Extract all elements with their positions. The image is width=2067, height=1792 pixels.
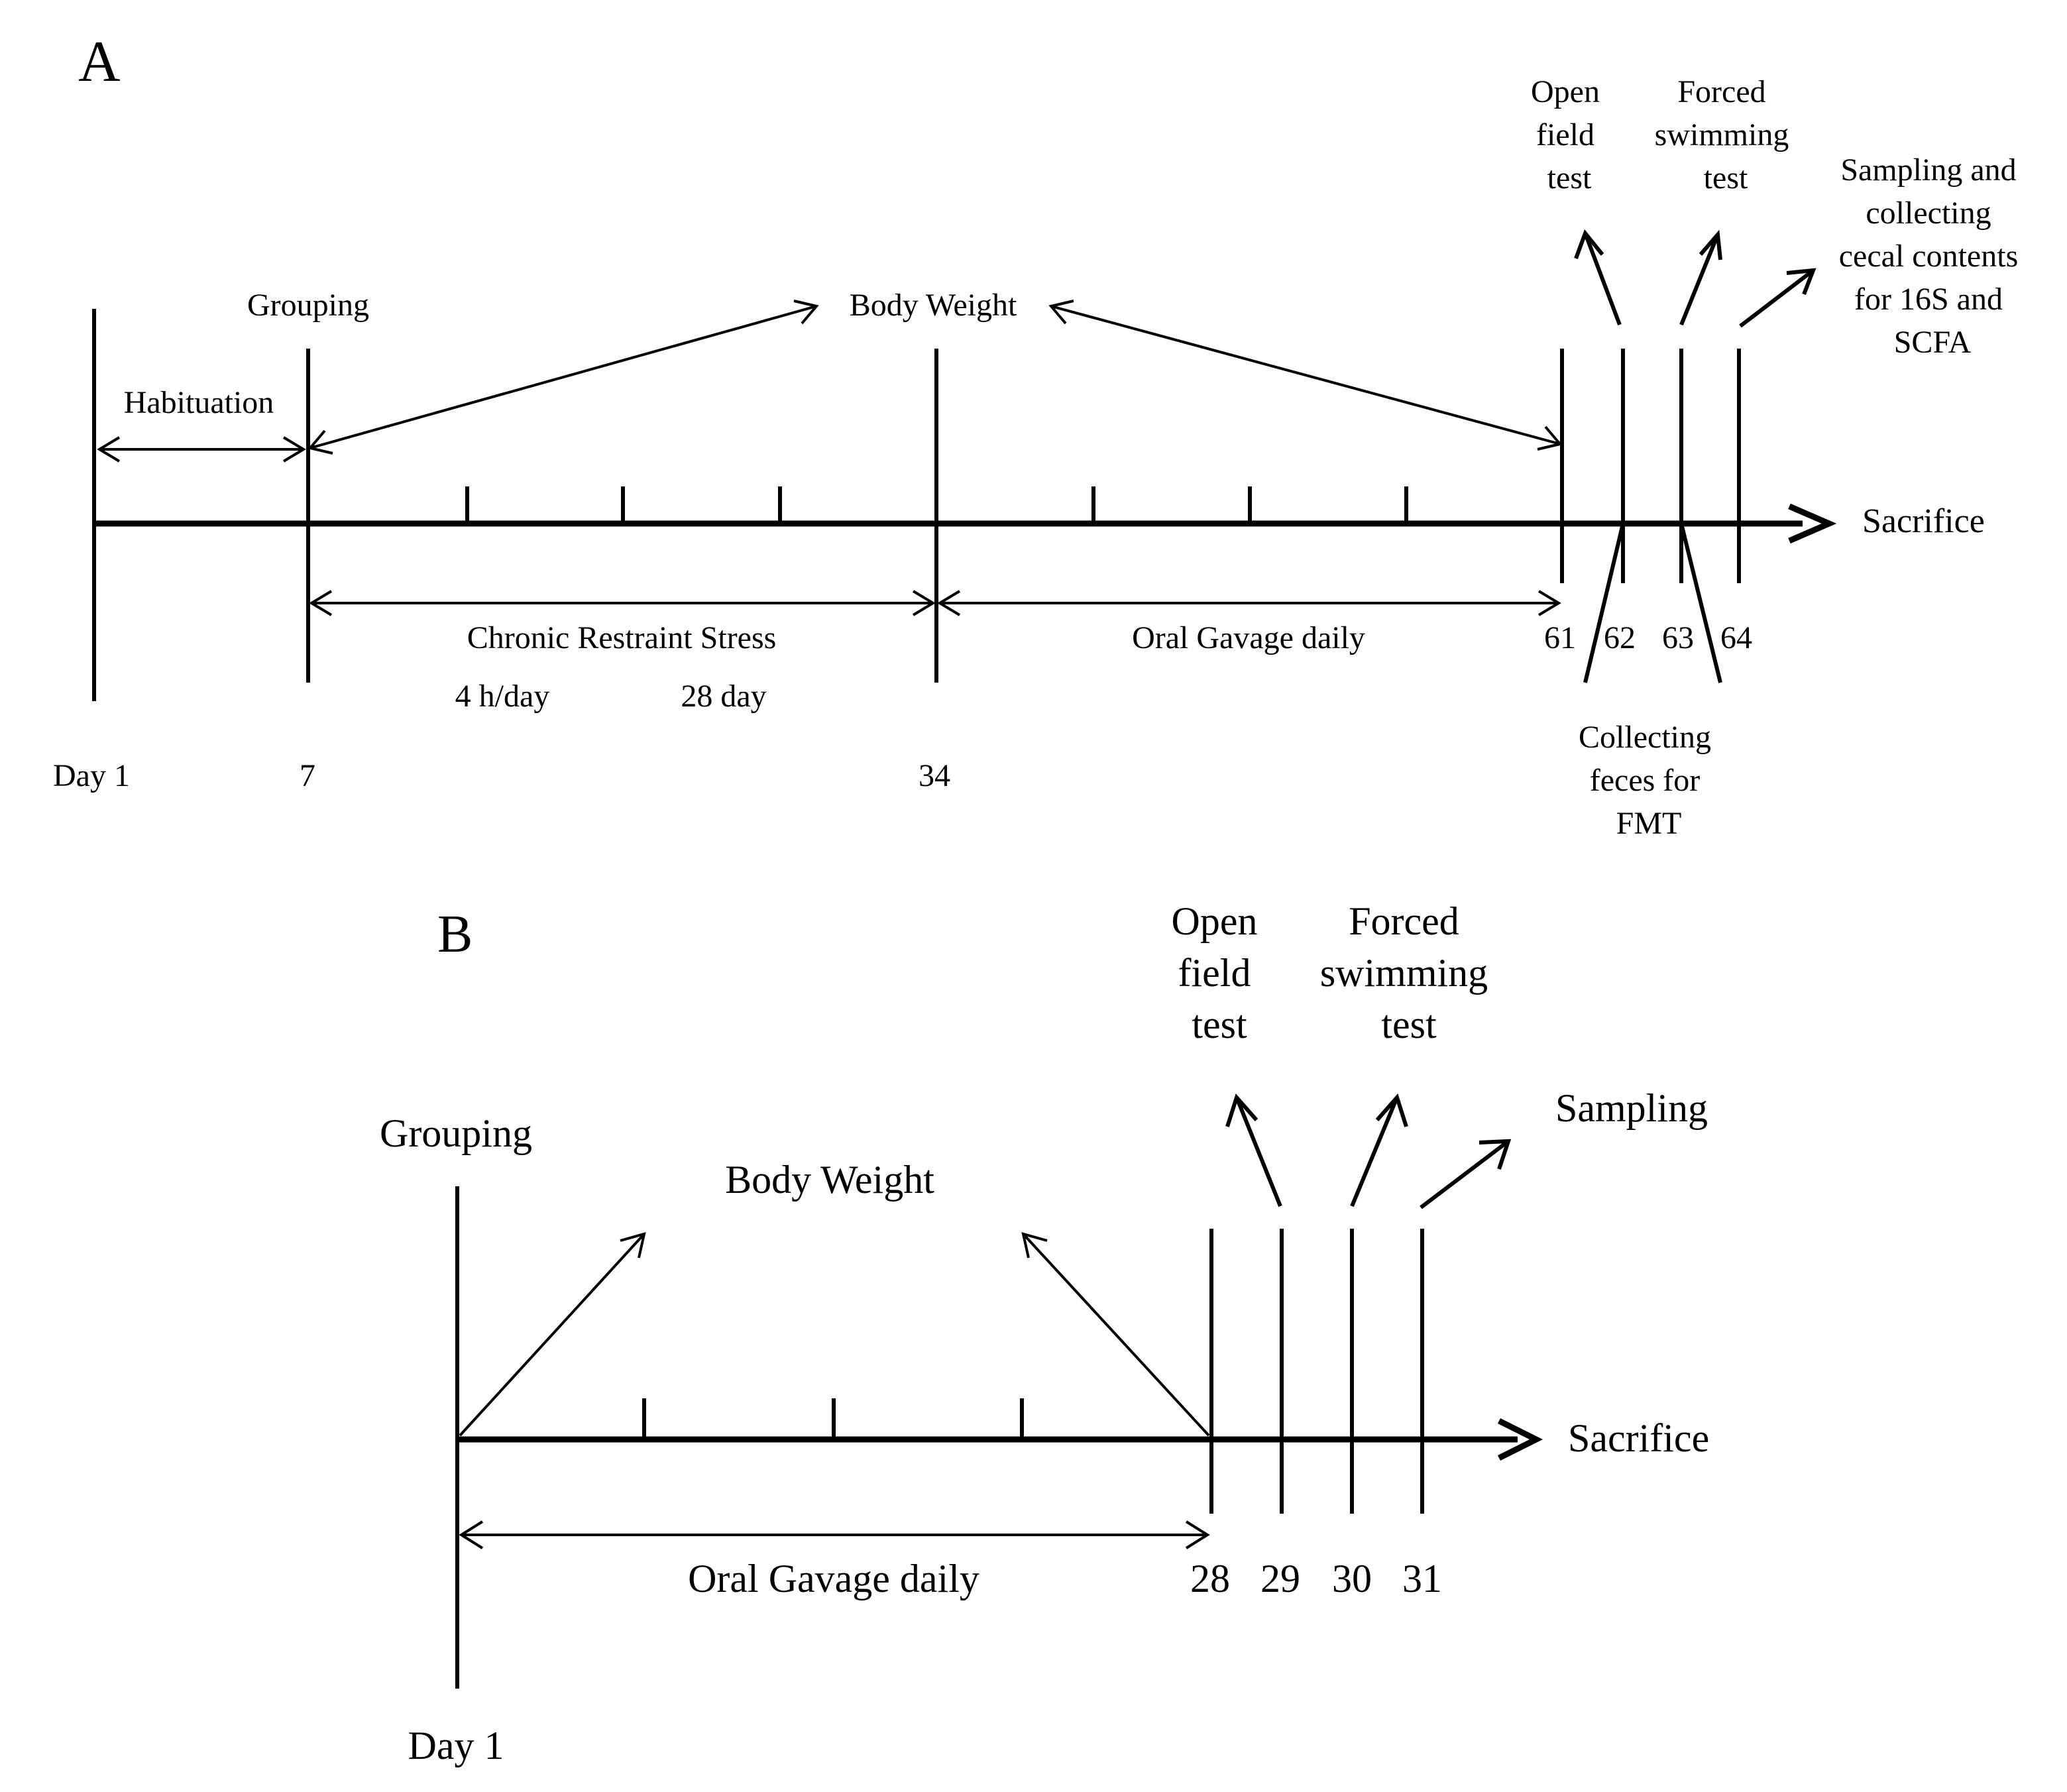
panel-b-sampling-arrow (1420, 1139, 1510, 1209)
panel-a-body-weight-arrowhead-right-start (1048, 300, 1074, 325)
panel-a-grouping-label: Grouping (247, 288, 369, 323)
panel-a-gavage-arrowhead-left (937, 590, 961, 616)
panel-b-grouping-label: Grouping (380, 1111, 532, 1155)
panel-a-hours-label: 4 h/day (455, 679, 550, 714)
panel-b-body-weight-arrow-right (1022, 1233, 1210, 1437)
panel-a-gavage-arrowhead-right (1537, 590, 1561, 616)
panel-b-sampling-arrowhead (1479, 1139, 1512, 1170)
panel-b-day-label: 31 (1402, 1557, 1442, 1600)
panel-a-body-weight-arrowhead-left-start (307, 429, 333, 455)
panel-b-sampling-label: Sampling (1555, 1086, 1708, 1130)
panel-b-day-label: 29 (1260, 1557, 1300, 1600)
panel-a-letter: A (78, 30, 121, 94)
panel-b-day1-label: Day 1 (408, 1724, 504, 1767)
panel-a-open-field-arrow (1583, 232, 1622, 326)
panel-b-day-label: 30 (1332, 1557, 1372, 1600)
panel-a-day-label: 64 (1720, 620, 1752, 655)
panel-a-body-weight-arrowhead-left-end (793, 300, 819, 325)
panel-a-day-label: 62 (1604, 620, 1636, 655)
panel-a-day-label: 63 (1662, 620, 1694, 655)
panel-b-open-field-label: Open field test (1172, 899, 1268, 1046)
panel-a-feces-line-left (1583, 523, 1625, 683)
panel-a-sacrifice-label: Sacrifice (1862, 502, 1985, 540)
panel-a-forced-swim-arrowhead (1699, 229, 1722, 260)
panel-b-day-label: 28 (1190, 1557, 1230, 1600)
panel-a-restraint-arrowhead-right (912, 590, 936, 616)
panel-b-open-field-arrow (1235, 1096, 1282, 1207)
panel-a-body-weight-arrowhead-right-end (1537, 425, 1563, 451)
panel-a-habituation-label: Habituation (124, 385, 274, 420)
panel-a-forced-swim-arrow (1679, 233, 1720, 326)
panel-b-body-weight-arrow-left (459, 1233, 645, 1437)
panel-b-body-weight-arrowhead-left (620, 1232, 646, 1259)
panel-b-gavage-arrowhead-right (1185, 1520, 1210, 1549)
panel-a-open-field-label: Open field test (1531, 74, 1608, 196)
panel-a-habituation-arrowhead-left (97, 436, 121, 463)
panel-a-sampling-arrowhead (1786, 268, 1816, 296)
panel-a: A Sacrifice Habituation Grouping Body We… (53, 30, 2027, 841)
panel-a-open-field-arrowhead (1574, 229, 1604, 260)
panel-a-forced-swimming-label: Forced swimming test (1655, 74, 1797, 196)
panel-a-day7-label: 7 (300, 758, 315, 793)
panel-a-restraint-arrowhead-left (309, 590, 333, 616)
panel-a-body-weight-label: Body Weight (850, 288, 1017, 323)
panel-a-collecting-feces-label: Collecting feces for FMT (1579, 720, 1719, 841)
panel-a-body-weight-arrow-left (309, 305, 817, 449)
panel-b-body-weight-label: Body Weight (725, 1158, 934, 1202)
panel-b-forced-swim-arrowhead (1375, 1093, 1408, 1127)
panel-a-sampling-label: Sampling and collecting cecal contents f… (1839, 152, 2027, 360)
panel-b-letter: B (437, 905, 473, 964)
panel-b-axis-arrowhead (1497, 1418, 1543, 1461)
panel-a-axis-arrowhead (1788, 503, 1837, 544)
panel-b-oral-gavage-label: Oral Gavage daily (688, 1557, 979, 1600)
panel-a-day-label: 61 (1544, 620, 1576, 655)
panel-a-chronic-restraint-label: Chronic Restraint Stress (467, 620, 777, 655)
panel-b-body-weight-arrowhead-right (1021, 1232, 1048, 1259)
panel-a-sampling-arrow (1739, 268, 1815, 328)
panel-a-day1-label: Day 1 (53, 758, 130, 793)
panel-a-feces-line-right (1679, 523, 1722, 683)
panel-b-forced-swim-arrow (1350, 1096, 1399, 1207)
panel-b-open-field-arrowhead (1225, 1093, 1258, 1127)
panel-a-oral-gavage-label: Oral Gavage daily (1132, 620, 1365, 655)
panel-b: B Sacrifice Body Weight Grouping Open f (380, 899, 1709, 1767)
panel-b-forced-swimming-label: Forced swimming test (1320, 899, 1498, 1046)
panel-a-body-weight-arrow-right (1050, 305, 1561, 445)
panel-a-habituation-arrowhead-right (282, 436, 306, 463)
panel-a-duration-label: 28 day (681, 679, 766, 714)
panel-b-sacrifice-label: Sacrifice (1568, 1416, 1709, 1460)
panel-a-day34-label: 34 (919, 758, 950, 793)
panel-b-gavage-arrowhead-left (459, 1520, 484, 1549)
